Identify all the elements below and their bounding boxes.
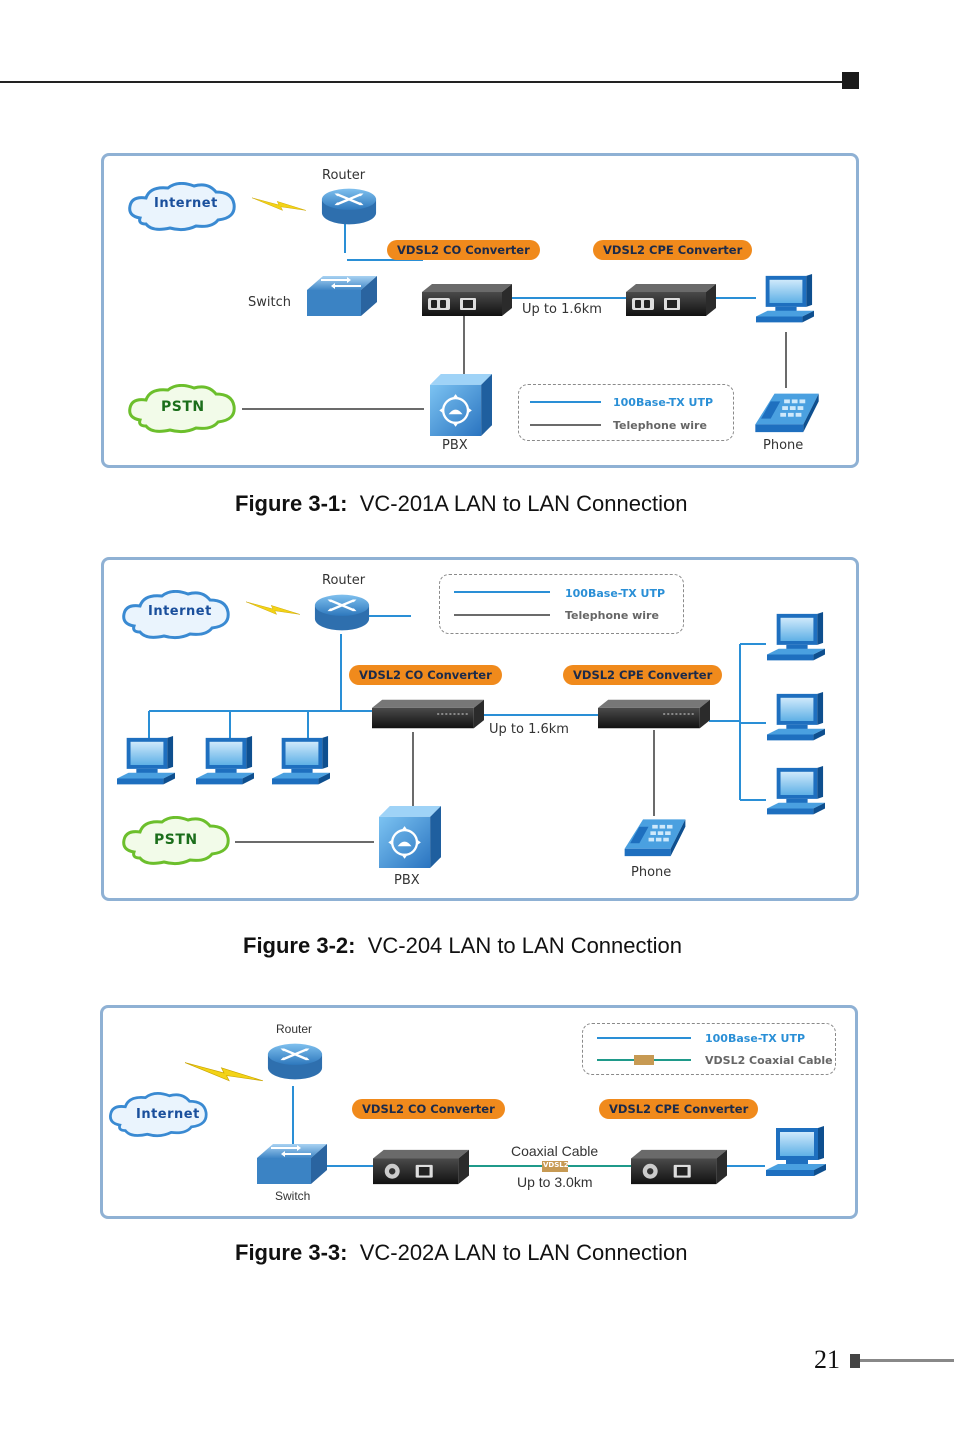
legend-utp-label: 100Base-TX UTP [613, 396, 714, 409]
phone-label: Phone [631, 865, 672, 880]
figure-3-1-caption: Figure 3-1: VC-201A LAN to LAN Connectio… [235, 491, 687, 517]
legend-phone-label: Telephone wire [565, 609, 659, 622]
distance-label: Up to 1.6km [489, 722, 569, 737]
cpe-converter-label: VDSL2 CPE Converter [593, 240, 753, 260]
router-icon [320, 187, 378, 226]
legend [518, 384, 734, 441]
computer-icon [756, 274, 814, 323]
page-number-rule [860, 1359, 954, 1362]
pbx-icon [377, 806, 443, 868]
distance-label: Up to 3.0km [517, 1174, 593, 1190]
pstn-label: PSTN [161, 399, 205, 415]
caption-number: Figure 3-3: [235, 1240, 348, 1265]
co-converter-icon [372, 698, 484, 730]
pbx-label: PBX [394, 873, 420, 888]
co-converter-label: VDSL2 CO Converter [387, 240, 540, 260]
computer-icon [117, 736, 175, 785]
figure-3-2-caption: Figure 3-2: VC-204 LAN to LAN Connection [243, 933, 682, 959]
figure-3-1-diagram [128, 182, 819, 436]
phone-icon [755, 393, 819, 433]
legend-utp-label: 100Base-TX UTP [705, 1032, 806, 1045]
figure-3-3-caption: Figure 3-3: VC-202A LAN to LAN Connectio… [235, 1240, 687, 1266]
caption-text: VC-202A LAN to LAN Connection [359, 1240, 688, 1265]
router-label: Router [322, 168, 366, 183]
phone-icon [624, 819, 686, 857]
pstn-label: PSTN [154, 832, 198, 848]
wireless-link-icon [245, 601, 301, 615]
cpe-converter-icon [626, 284, 716, 316]
computer-icon [272, 736, 330, 785]
legend [439, 574, 684, 634]
page-number-block [850, 1354, 860, 1368]
wireless-link-icon [251, 197, 307, 211]
wireless-link-icon [185, 1062, 263, 1082]
cpe-converter-label: VDSL2 CPE Converter [563, 665, 723, 685]
figure-3-3-diagram [109, 1037, 826, 1185]
distance-label: Up to 1.6km [522, 302, 602, 317]
caption-number: Figure 3-1: [235, 491, 348, 516]
internet-label: Internet [148, 604, 212, 619]
legend-coax-label: VDSL2 Coaxial Cable [705, 1054, 833, 1067]
figure-3-3-frame: Internet Router Switch Coaxial Cable Up … [100, 1005, 858, 1219]
computer-icon [766, 1126, 826, 1176]
cpe-converter-icon [598, 698, 710, 730]
co-converter-icon [373, 1149, 469, 1185]
router-icon [313, 593, 371, 632]
pbx-icon [428, 374, 494, 436]
cpe-converter-icon [631, 1149, 727, 1185]
router-label: Router [276, 1022, 313, 1036]
caption-text: VC-204 LAN to LAN Connection [367, 933, 682, 958]
page-number: 21 [814, 1345, 840, 1374]
router-icon [266, 1042, 324, 1081]
computer-icon [767, 692, 825, 741]
co-converter-label: VDSL2 CO Converter [352, 1099, 505, 1119]
figure-3-1-frame: Internet PSTN Router Switch PBX Phone Up… [101, 153, 859, 468]
figure-3-2-frame: Internet PSTN Router PBX Phone Up to 1.6… [101, 557, 859, 901]
coaxial-cable-label: Coaxial Cable [511, 1143, 599, 1159]
internet-label: Internet [136, 1107, 200, 1122]
caption-text: VC-201A LAN to LAN Connection [359, 491, 688, 516]
caption-number: Figure 3-2: [243, 933, 356, 958]
co-converter-icon [422, 284, 512, 316]
header-block [842, 72, 859, 89]
phone-label: Phone [763, 438, 804, 453]
vdsl2-tag-label: VDSL2 [543, 1161, 569, 1169]
computer-icon [767, 766, 825, 815]
vdsl2-tag [542, 1161, 568, 1172]
computer-icon [767, 612, 825, 661]
cpe-converter-label: VDSL2 CPE Converter [599, 1099, 759, 1119]
figure-3-2-diagram [117, 590, 825, 868]
legend [582, 1023, 836, 1075]
switch-label: Switch [248, 295, 291, 310]
switch-icon [257, 1144, 327, 1184]
legend-utp-label: 100Base-TX UTP [565, 587, 666, 600]
switch-label: Switch [275, 1189, 311, 1203]
header-rule [0, 81, 842, 83]
legend-vdsl2-tag [634, 1055, 654, 1065]
co-converter-label: VDSL2 CO Converter [349, 665, 502, 685]
legend-phone-label: Telephone wire [613, 419, 707, 432]
router-label: Router [322, 573, 366, 588]
internet-label: Internet [154, 196, 218, 211]
pbx-label: PBX [442, 438, 468, 453]
computer-icon [196, 736, 254, 785]
switch-icon [307, 276, 377, 316]
